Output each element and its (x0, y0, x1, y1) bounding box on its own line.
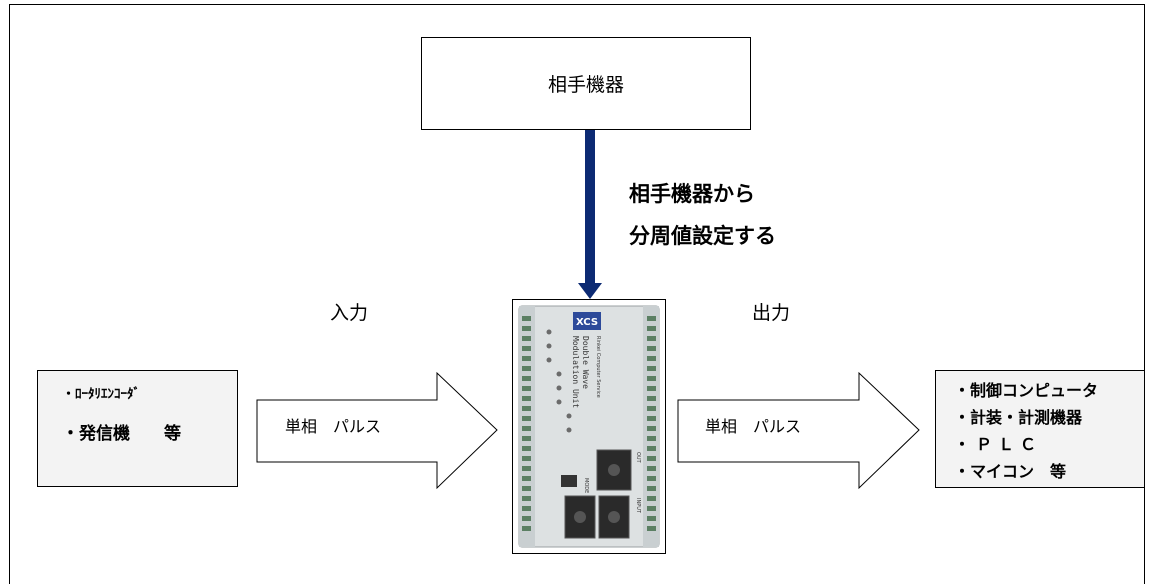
device-logo-badge (573, 312, 601, 330)
dest-item-instruments: ・計装・計測機器 (954, 408, 1083, 427)
mode-switch (561, 475, 577, 487)
device-title-line1: Double Wave (581, 336, 590, 389)
input-arrow-label: 単相 パルス (285, 417, 382, 436)
device-photo: XCS Double Wave Modulation Unit Rinkei C… (512, 299, 666, 554)
output-label: 出力 (752, 302, 791, 324)
right-terminals (647, 316, 656, 531)
setting-note-line1: 相手機器から (629, 182, 755, 206)
source-item-encoder: ・ﾛｰﾀﾘｴﾝｺｰﾀﾞ (62, 387, 141, 402)
input-source-box: ・ﾛｰﾀﾘｴﾝｺｰﾀﾞ ・発信機 等 (37, 370, 238, 487)
dest-item-plc: ・ＰＬＣ (954, 435, 1043, 454)
device-maker-text: Rinkei Computer Service (595, 336, 601, 398)
down-arrow-shaft (585, 130, 595, 285)
input-arrow (256, 371, 498, 490)
device-illustration: XCS Double Wave Modulation Unit Rinkei C… (518, 305, 660, 548)
device-title-line2: Modulation Unit (571, 336, 580, 408)
input-label: 入力 (330, 302, 369, 324)
connector-1-port (574, 511, 586, 523)
device-output-label: OUT (635, 452, 641, 464)
peer-device-box: 相手機器 (421, 37, 751, 130)
device-mode-label: MODE (583, 478, 589, 493)
connector-2-port (608, 511, 620, 523)
setting-note-line2: 分周値設定する (629, 224, 776, 248)
output-connector-port (608, 464, 620, 476)
dest-item-computer: ・制御コンピュータ (954, 381, 1099, 400)
diagram-frame (9, 4, 1145, 584)
device-input-label: INPUT (635, 498, 641, 514)
left-terminals (522, 316, 531, 531)
peer-device-label: 相手機器 (547, 74, 624, 96)
status-leds (546, 329, 572, 433)
output-arrow (677, 371, 920, 490)
output-destination-box: ・制御コンピュータ ・計装・計測機器 ・ＰＬＣ ・マイコン 等 (935, 370, 1145, 488)
source-item-oscillator: ・発信機 等 (62, 424, 181, 444)
down-arrow-head (578, 283, 602, 299)
output-arrow-label: 単相 パルス (705, 417, 802, 436)
dest-item-microcomputer: ・マイコン 等 (954, 462, 1067, 481)
device-logo-text: XCS (576, 317, 598, 328)
